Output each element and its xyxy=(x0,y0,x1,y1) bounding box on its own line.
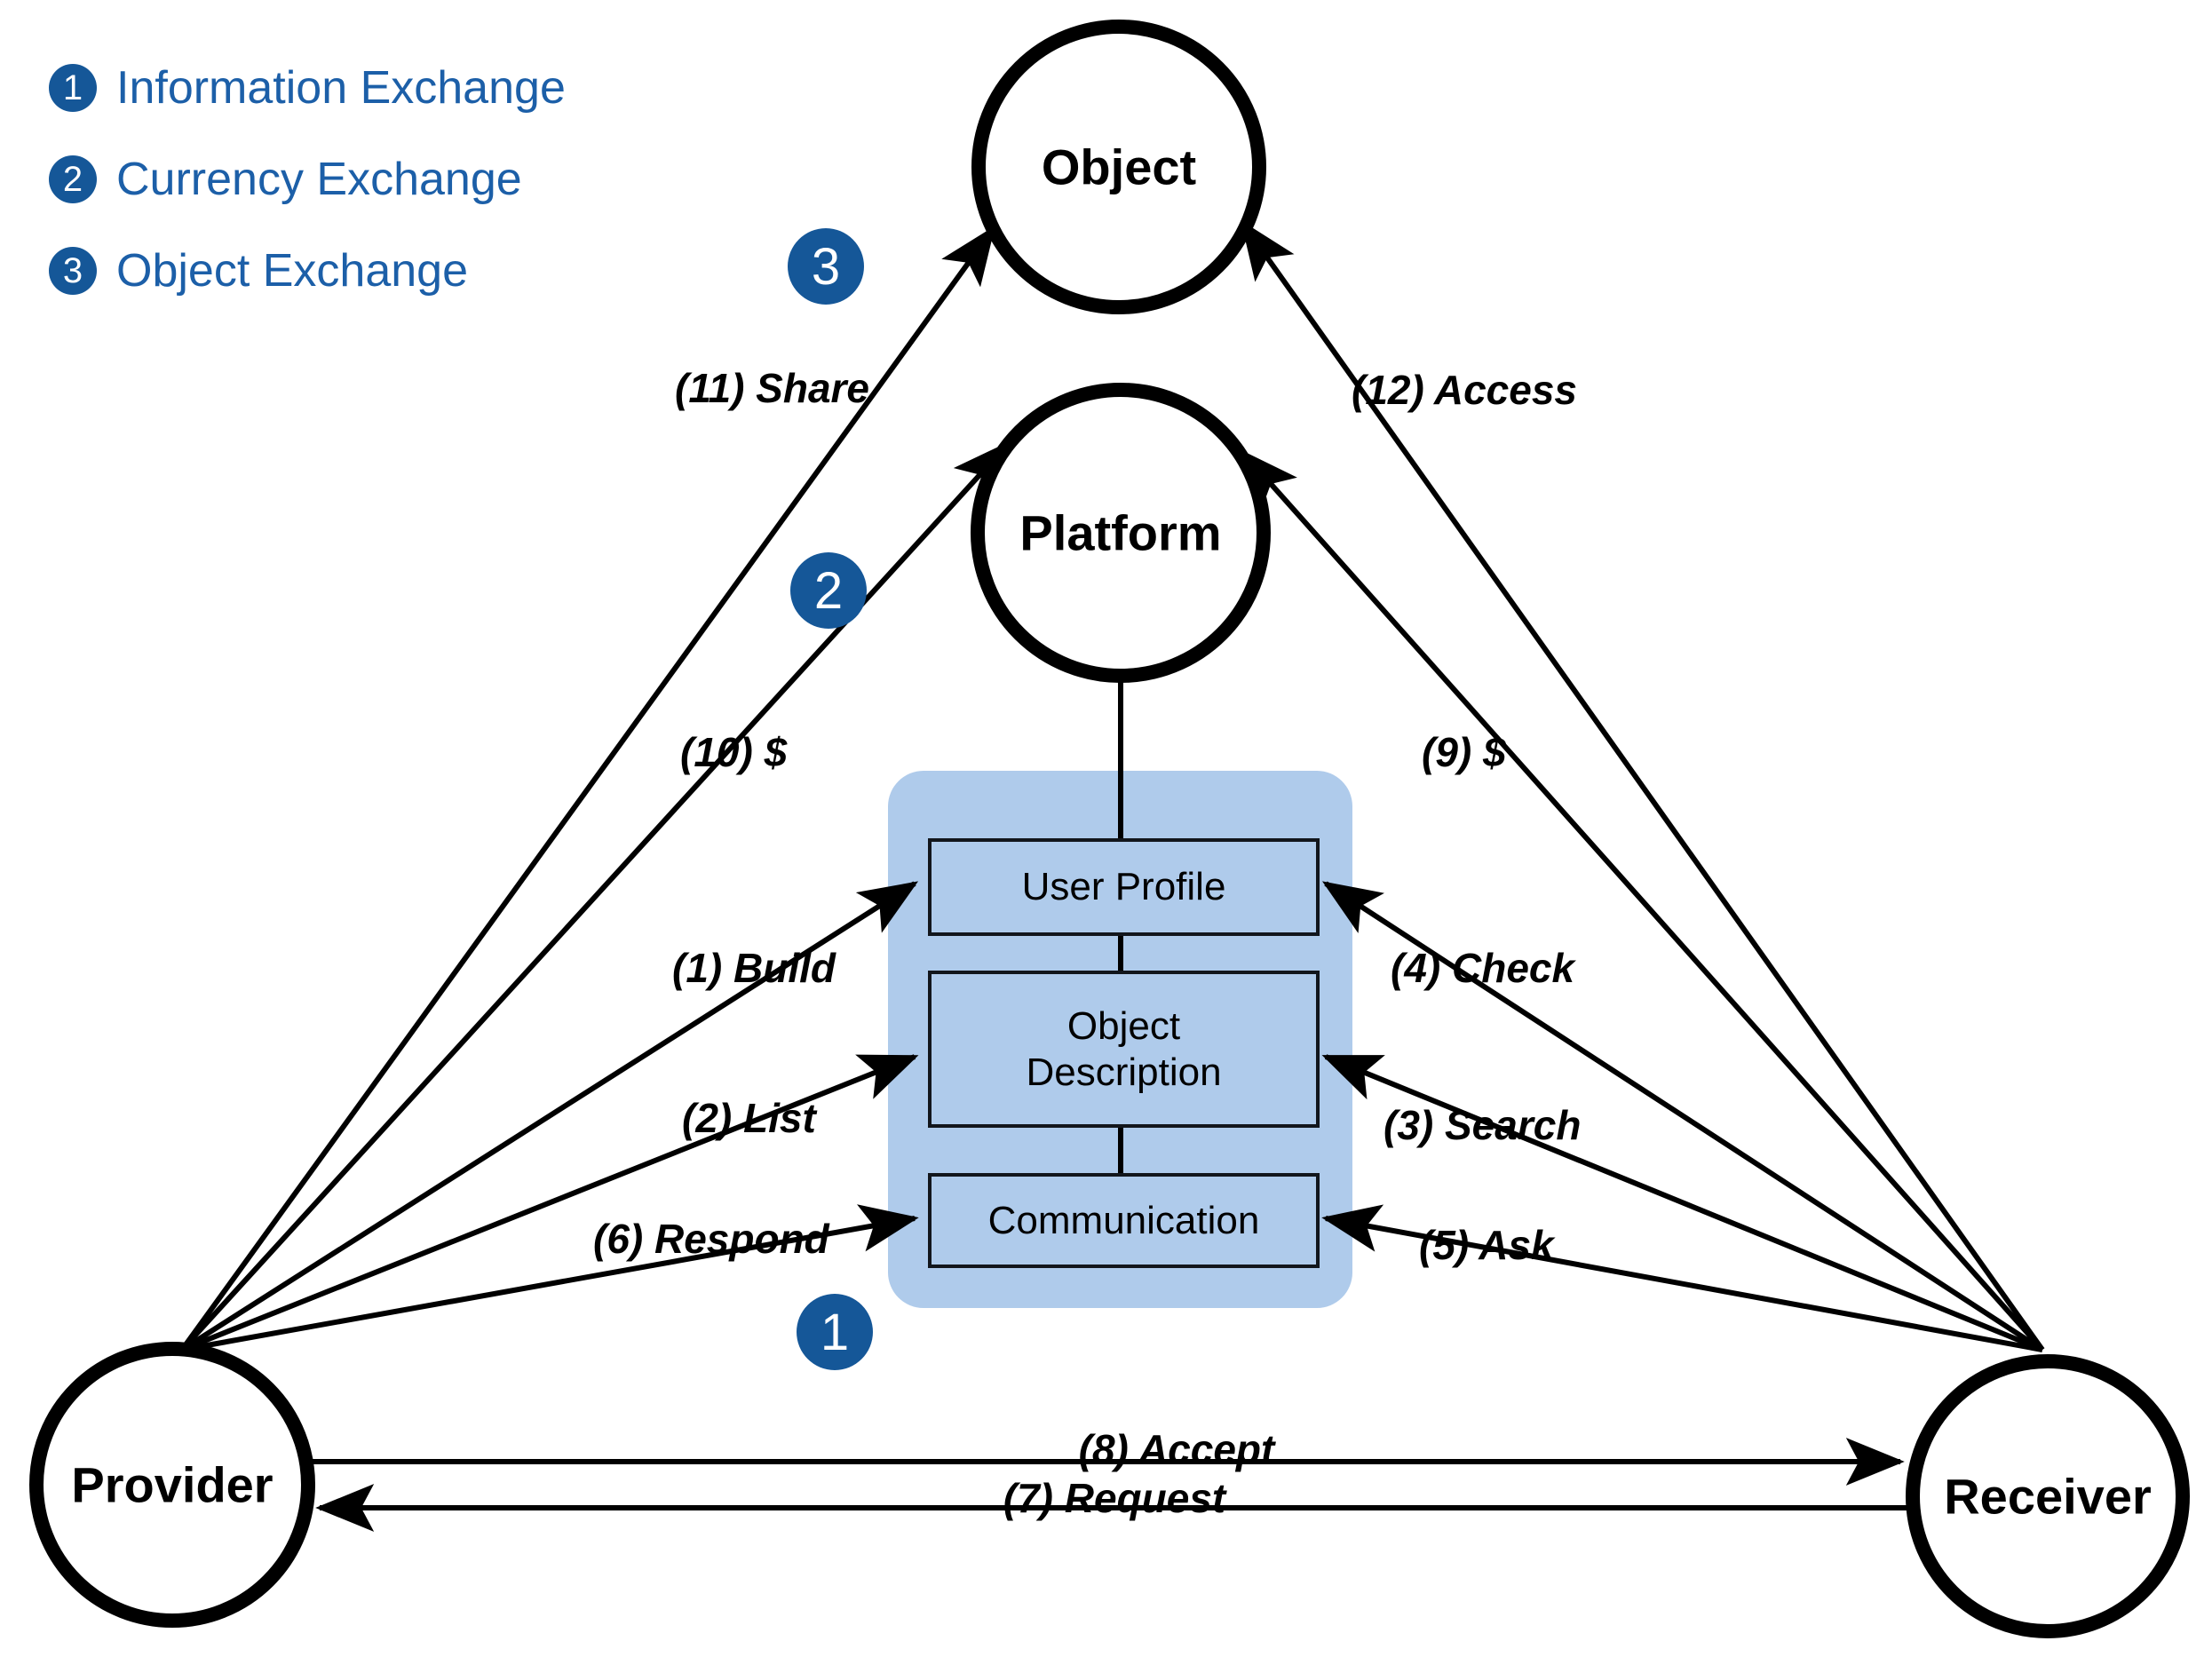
component-object-description[interactable]: Object Description xyxy=(928,971,1320,1128)
edge-label-access: (12) Access xyxy=(1352,367,1578,413)
node-label-receiver: Receiver xyxy=(1944,1468,2152,1525)
edge-pay-receiver xyxy=(1240,449,2045,1352)
edge-list xyxy=(180,1054,919,1352)
legend: 1 Information Exchange 2 Currency Exchan… xyxy=(49,53,566,328)
component-label-user-profile: User Profile xyxy=(1021,865,1226,909)
legend-item-currency-exchange: 2 Currency Exchange xyxy=(49,145,566,214)
legend-label-1: Information Exchange xyxy=(116,62,566,114)
information-exchange-badge: 1 xyxy=(797,1294,873,1370)
edge-label-search: (3) Search xyxy=(1383,1102,1582,1148)
edge-label-share: (11) Share xyxy=(675,365,870,411)
edge-label-respond: (6) Respond xyxy=(593,1216,829,1262)
edge-respond xyxy=(181,1204,919,1352)
edge-label-pay-receiver: (9) $ xyxy=(1422,729,1506,775)
component-label-object-description: Object Description xyxy=(1026,1003,1222,1094)
edge-label-ask: (5) Ask xyxy=(1419,1222,1554,1268)
edge-ask xyxy=(1321,1204,2043,1352)
node-receiver[interactable] xyxy=(1906,1354,2190,1638)
edge-label-list: (2) List xyxy=(682,1095,816,1141)
edge-label-pay-provider: (10) $ xyxy=(680,729,788,775)
edge-check xyxy=(1321,881,2044,1352)
component-label-communication: Communication xyxy=(987,1198,1260,1242)
legend-label-2: Currency Exchange xyxy=(116,154,522,205)
object-exchange-badge: 3 xyxy=(788,228,864,305)
edge-pay-provider xyxy=(179,440,1011,1352)
edge-label-request: (7) Request xyxy=(1003,1475,1226,1521)
legend-item-object-exchange: 3 Object Exchange xyxy=(49,236,566,305)
edge-search xyxy=(1321,1054,2044,1352)
legend-badge-2: 2 xyxy=(49,155,97,203)
node-provider[interactable] xyxy=(29,1342,315,1628)
edge-label-build: (1) Build xyxy=(672,945,836,991)
legend-item-information-exchange: 1 Information Exchange xyxy=(49,53,566,123)
edge-label-accept: (8) Accept xyxy=(1078,1426,1275,1472)
component-user-profile[interactable]: User Profile xyxy=(928,838,1320,936)
node-object[interactable] xyxy=(971,20,1266,314)
currency-exchange-badge: 2 xyxy=(790,552,867,629)
legend-badge-1: 1 xyxy=(49,64,97,112)
node-label-platform: Platform xyxy=(1019,504,1222,561)
component-communication[interactable]: Communication xyxy=(928,1173,1320,1268)
edge-access xyxy=(1241,220,2045,1352)
node-label-object: Object xyxy=(1041,139,1197,195)
legend-badge-3: 3 xyxy=(49,247,97,295)
edge-build xyxy=(180,881,919,1352)
node-platform[interactable] xyxy=(971,383,1271,683)
legend-label-3: Object Exchange xyxy=(116,245,469,297)
edge-label-check: (4) Check xyxy=(1391,945,1575,991)
node-label-provider: Provider xyxy=(71,1456,274,1513)
edge-share xyxy=(179,226,995,1352)
